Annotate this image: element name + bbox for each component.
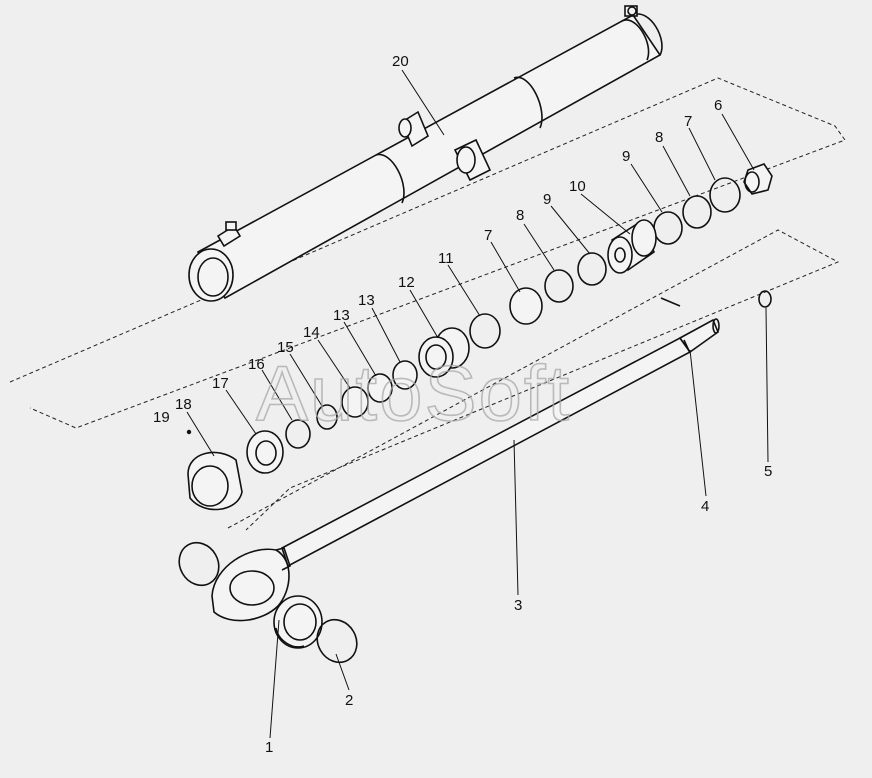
piston xyxy=(607,219,657,274)
ring-13-upper xyxy=(392,360,418,390)
callout-13-upper: 13 xyxy=(358,292,375,309)
callout-19: 19 xyxy=(153,409,170,426)
cap-18 xyxy=(187,451,243,511)
callout-18: 18 xyxy=(175,396,192,413)
ring-7-upper xyxy=(709,177,741,213)
ring-8-lower xyxy=(544,269,574,303)
ring-13-lower xyxy=(367,373,393,403)
castle-nut xyxy=(743,163,773,195)
callout-2: 2 xyxy=(345,692,353,709)
callout-8-lower: 8 xyxy=(516,207,524,224)
ring-11 xyxy=(469,313,501,349)
bushing xyxy=(273,595,323,649)
cylinder-barrel xyxy=(188,5,663,302)
callout-14: 14 xyxy=(303,324,320,341)
ring-7-lower xyxy=(509,287,543,325)
gland-12 xyxy=(418,327,470,378)
callout-1: 1 xyxy=(265,739,273,756)
snap-ring-right xyxy=(316,618,358,664)
callout-8-upper: 8 xyxy=(655,129,663,146)
callout-15: 15 xyxy=(277,339,294,356)
callout-3: 3 xyxy=(514,597,522,614)
ring-15 xyxy=(316,404,338,430)
callout-4: 4 xyxy=(701,498,709,515)
wiper-17 xyxy=(246,430,284,474)
ring-14 xyxy=(341,386,369,418)
callout-20: 20 xyxy=(392,53,409,70)
callout-17: 17 xyxy=(212,375,229,392)
ring-16 xyxy=(285,419,311,449)
callout-10: 10 xyxy=(569,178,586,195)
callout-5: 5 xyxy=(764,463,772,480)
lower-dashed-frame xyxy=(227,229,840,531)
leader-lines xyxy=(186,69,769,739)
callout-9-upper: 9 xyxy=(622,148,630,165)
callout-6: 6 xyxy=(714,97,722,114)
o-ring-small xyxy=(758,290,772,308)
callout-7-upper: 7 xyxy=(684,113,692,130)
upper-dashed-frame xyxy=(9,77,846,429)
watermark-text: AutoSoft xyxy=(256,349,571,437)
ring-8-upper xyxy=(682,195,712,229)
callout-13-lower: 13 xyxy=(333,307,350,324)
callout-11: 11 xyxy=(438,250,454,267)
callout-9-lower: 9 xyxy=(543,191,551,208)
cotter-pin xyxy=(660,297,681,307)
snap-ring-left xyxy=(178,541,220,587)
callout-7-lower: 7 xyxy=(484,227,492,244)
ring-9-lower xyxy=(577,252,607,286)
rod-eye xyxy=(211,547,291,622)
callout-16: 16 xyxy=(248,356,265,373)
ring-9-upper xyxy=(653,211,683,245)
callout-labels: 20 1 2 3 4 5 6 7 7 8 8 9 9 10 11 12 13 1… xyxy=(153,53,772,756)
callout-12: 12 xyxy=(398,274,415,291)
dot-19 xyxy=(186,429,192,435)
